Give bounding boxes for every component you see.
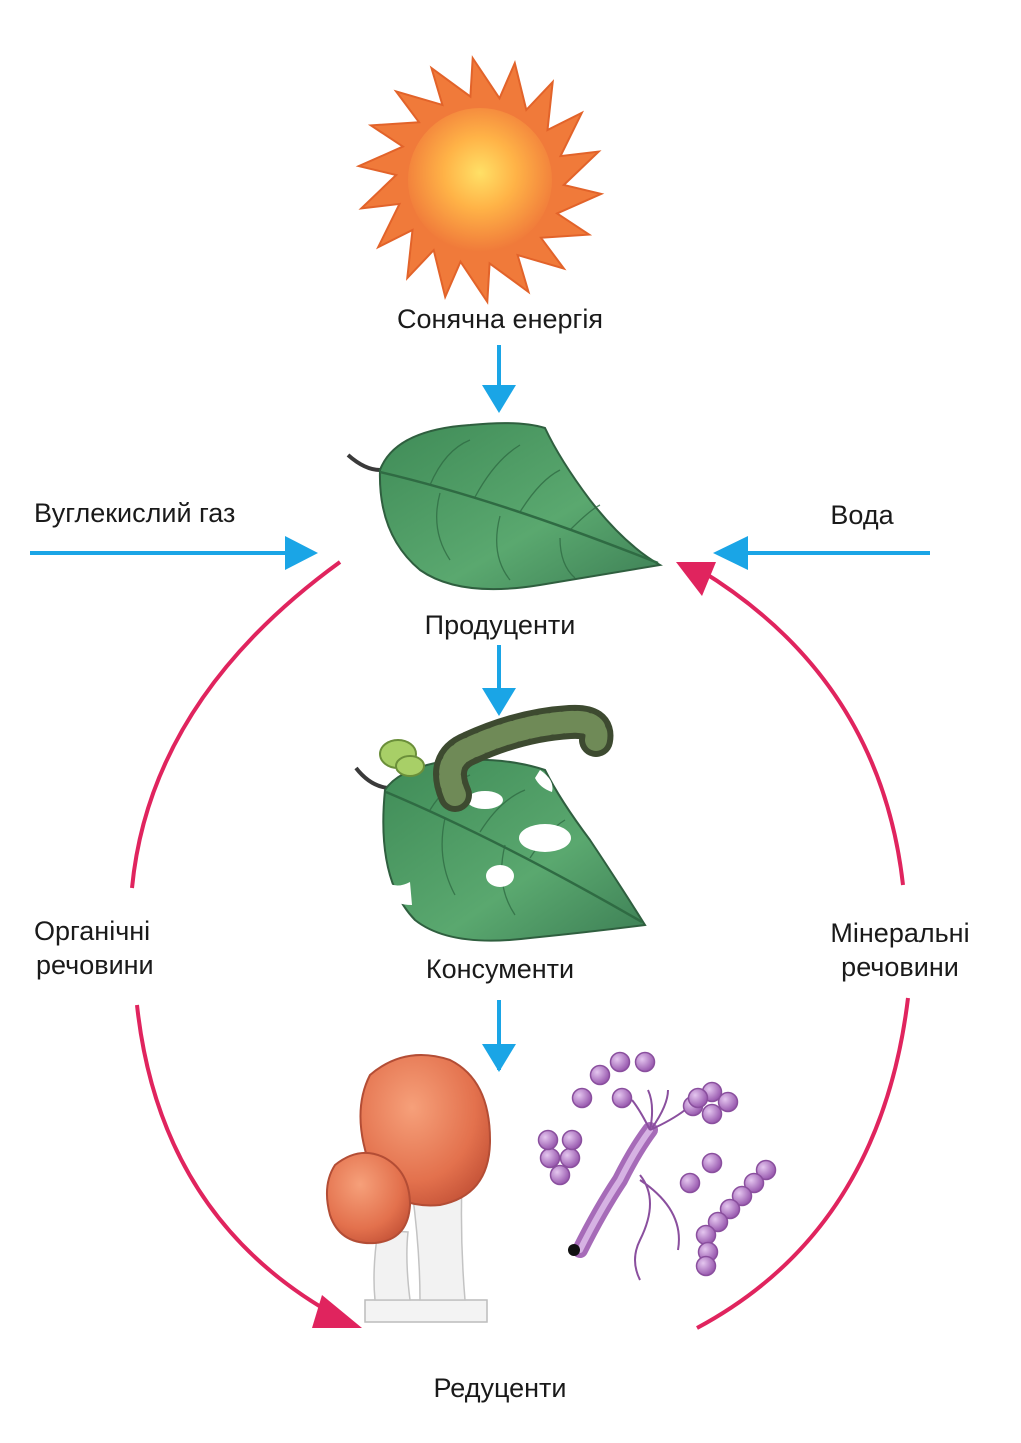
bacteria-coccus	[687, 1087, 709, 1109]
organic-matter-label-line1: Органічні	[34, 916, 150, 946]
energy-arrow-consumers-to-decomposers	[482, 1000, 516, 1072]
bacteria-coccus	[589, 1064, 611, 1086]
mushrooms-icon	[325, 1054, 492, 1323]
mineral-matter-arrow-to-producers	[676, 562, 905, 886]
leaf-icon	[346, 422, 663, 591]
bacteria-coccus	[561, 1129, 583, 1151]
water-label: Вода	[830, 500, 894, 530]
sun-icon	[355, 55, 605, 305]
water-arrow	[713, 536, 930, 570]
bacteria-coccus	[717, 1091, 739, 1113]
decomposers-label: Редуценти	[433, 1373, 566, 1403]
carbon-dioxide-label: Вуглекислий газ	[34, 498, 235, 528]
mineral-matter-label-line1: Мінеральні	[830, 918, 969, 948]
bacteria-coccus	[695, 1224, 717, 1246]
bacteria-coccus	[695, 1255, 717, 1277]
mineral-matter-label-line2: речовини	[841, 952, 959, 982]
solar-energy-label: Сонячна енергія	[397, 304, 603, 334]
organic-matter-arrow-to-decomposers	[135, 1004, 362, 1328]
bacteria-coccus	[719, 1198, 741, 1220]
bacteria-coccus	[537, 1129, 559, 1151]
bacteria-coccus	[571, 1087, 593, 1109]
organic-matter-label-line2: речовини	[36, 950, 154, 980]
bacteria-coccus	[679, 1172, 701, 1194]
caterpillar-on-leaf-icon	[354, 704, 647, 942]
bacteria-coccus	[707, 1211, 729, 1233]
bacteria-coccus	[539, 1147, 561, 1169]
carbon-dioxide-arrow	[30, 536, 318, 570]
bacteria-coccus	[731, 1185, 753, 1207]
bacteria-coccus	[549, 1164, 571, 1186]
bacteria-coccus	[743, 1172, 765, 1194]
organic-matter-arc-upper	[130, 560, 342, 889]
bacteria-coccus	[701, 1103, 723, 1125]
bacteria-coccus	[755, 1159, 777, 1181]
bacteria-icon	[537, 1051, 777, 1281]
consumers-label: Консументи	[426, 954, 574, 984]
bacteria-coccus	[611, 1087, 633, 1109]
bacteria-coccus	[609, 1051, 631, 1073]
energy-arrow-producers-to-consumers	[482, 645, 516, 716]
producers-label: Продуценти	[425, 610, 576, 640]
energy-arrow-sun-to-producers	[482, 345, 516, 413]
bacteria-coccus	[634, 1051, 656, 1073]
bacteria-coccus	[559, 1147, 581, 1169]
mineral-matter-arc-lower	[696, 997, 910, 1330]
bacteria-coccus	[701, 1152, 723, 1174]
